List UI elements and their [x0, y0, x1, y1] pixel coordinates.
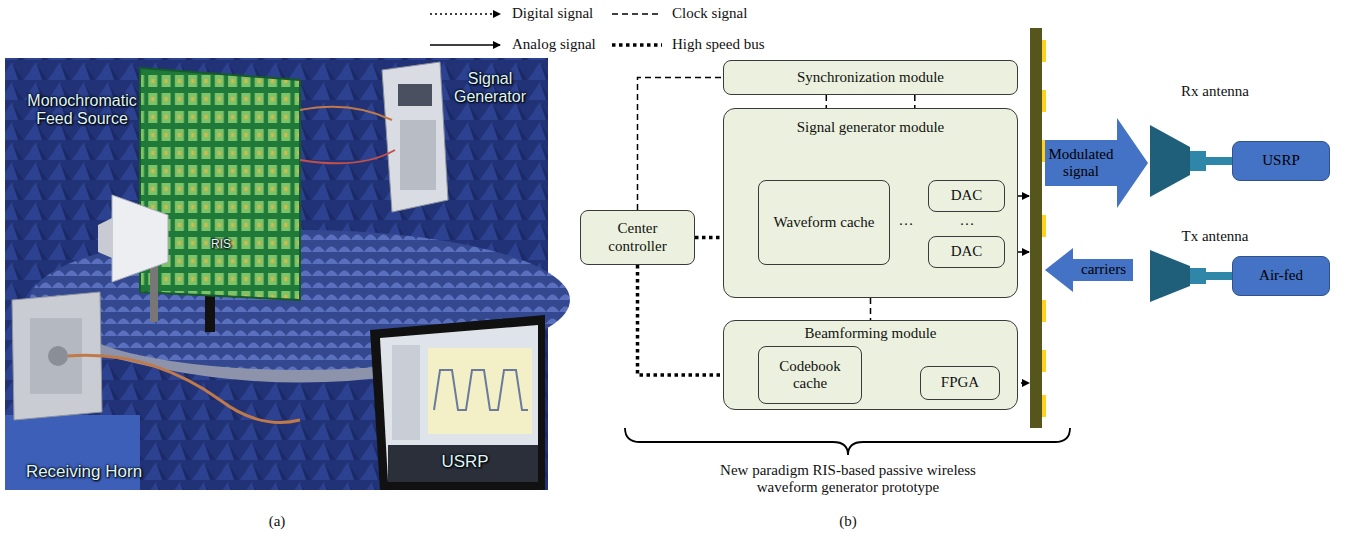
- rect-shape: [1190, 151, 1206, 171]
- antenna-label: Rx antenna: [1160, 83, 1270, 100]
- photo-label: Monochromatic Feed Source: [12, 92, 152, 129]
- rect-shape: [1042, 215, 1046, 237]
- dac-box: DAC: [928, 180, 1005, 212]
- fpga-box: FPGA: [920, 366, 1000, 400]
- path-shape: [434, 370, 528, 410]
- antennas: [1150, 125, 1233, 302]
- panel-tag: (a): [262, 513, 292, 530]
- photo-label: Signal Generator: [440, 70, 540, 107]
- arrow-fill: [1045, 248, 1133, 292]
- photo: [5, 58, 570, 490]
- panel-tag: (b): [833, 513, 863, 530]
- line-shape: [430, 44, 500, 46]
- rect-shape: [1206, 272, 1233, 280]
- prototype-caption: New paradigm RIS-based passive wireless …: [698, 462, 998, 497]
- polygon-shape: [1150, 125, 1190, 197]
- cache-box: Waveform cache: [758, 180, 890, 265]
- path-shape: [68, 355, 300, 422]
- polygon-shape: [98, 218, 112, 258]
- path-shape: [300, 150, 395, 163]
- device-box: USRP: [1232, 141, 1330, 181]
- photo-label: RIS: [206, 238, 236, 252]
- polygon-shape: [380, 325, 538, 482]
- rect-shape: [388, 445, 538, 482]
- device-box: Air-fed: [1232, 256, 1330, 296]
- photo-label: USRP: [430, 452, 500, 472]
- clock-connector: [870, 298, 872, 320]
- rect-shape: [428, 348, 532, 434]
- rect-shape: [1042, 40, 1046, 62]
- rect-shape: [1030, 28, 1042, 428]
- clock-connector: [638, 78, 724, 211]
- clock-connector: [826, 95, 828, 108]
- module-container: Signal generator moduleWaveform cacheDAC…: [723, 108, 1018, 298]
- rect-shape: [392, 345, 420, 440]
- node-text: Synchronization module: [797, 69, 944, 86]
- rect-shape: [150, 262, 158, 322]
- node-text: Center controller: [587, 220, 688, 255]
- module-box: Synchronization module: [723, 60, 1018, 95]
- line-shape: [430, 13, 500, 15]
- legend-text: High speed bus: [672, 36, 765, 53]
- controller-box: Center controller: [580, 210, 695, 265]
- node-text: Modulated signal: [1045, 140, 1117, 186]
- legend-text: Analog signal: [512, 36, 596, 53]
- polygon-shape: [140, 68, 300, 300]
- line-shape: [612, 43, 662, 47]
- module-title: Beamforming module: [724, 325, 1017, 342]
- node-text: carriers: [1074, 259, 1133, 281]
- rect-shape: [398, 84, 432, 106]
- rect-shape: [400, 120, 436, 190]
- rect-shape: [1042, 350, 1046, 372]
- node-text: Codebook cache: [765, 358, 855, 393]
- node-text: DAC: [951, 187, 983, 204]
- dac-box: DAC: [928, 236, 1005, 268]
- rect-shape: [1206, 157, 1233, 165]
- brace: [625, 428, 1070, 455]
- polygon-shape: [382, 62, 448, 212]
- ellipsis: …: [893, 212, 919, 229]
- node-text: Air-fed: [1259, 267, 1303, 284]
- ris-panel: [1030, 28, 1046, 428]
- arrow-fill: [1045, 118, 1148, 208]
- node-text: Waveform cache: [774, 214, 875, 231]
- line-shape: [612, 13, 662, 15]
- node-text: USRP: [1262, 152, 1300, 169]
- signal-arrow: Modulated signal: [1045, 118, 1148, 208]
- rect-shape: [1042, 395, 1046, 417]
- antenna-label: Tx antenna: [1160, 228, 1270, 245]
- rect-shape: [1042, 300, 1046, 322]
- path-shape: [300, 107, 392, 120]
- polygon-shape: [370, 315, 545, 490]
- clock-connector: [914, 95, 916, 108]
- polygon-shape: [1150, 250, 1190, 302]
- rect-shape: [1042, 90, 1046, 112]
- rect-shape: [205, 292, 215, 332]
- legend-text: Clock signal: [672, 5, 747, 22]
- legend-text: Digital signal: [512, 5, 593, 22]
- rect-shape: [1190, 268, 1206, 284]
- polygon-shape: [112, 195, 168, 282]
- module-container: Beamforming moduleCodebook cache FPGA: [723, 320, 1018, 410]
- node-text: DAC: [951, 243, 983, 260]
- cache-box: Codebook cache: [758, 346, 862, 404]
- photo-label: Receiving Horn: [14, 462, 154, 482]
- circle-shape: [48, 346, 68, 366]
- module-title: Signal generator module: [724, 119, 1017, 136]
- carrier-arrow: carriers: [1045, 248, 1133, 292]
- ellipsis: …: [954, 212, 980, 229]
- node-text: FPGA: [941, 374, 979, 391]
